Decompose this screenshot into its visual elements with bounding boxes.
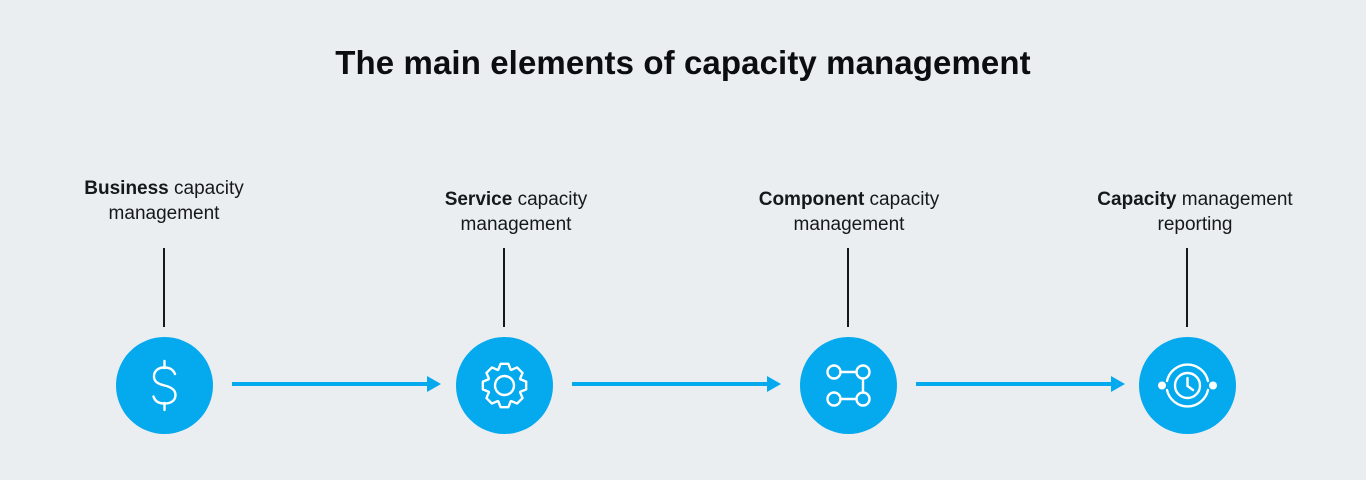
- dollar-icon: [152, 359, 177, 412]
- step-label-reporting: Capacity management reporting: [1045, 187, 1345, 237]
- connector-line: [163, 248, 165, 327]
- step-label-rest: capacity: [168, 178, 244, 199]
- step-label-bold: Component: [758, 189, 865, 210]
- arrow-right: [916, 376, 1125, 392]
- step-circle-reporting: [1139, 337, 1236, 434]
- step-label-service: Service capacity management: [366, 187, 666, 237]
- step-label-rest: capacity: [864, 189, 940, 210]
- step-label-component: Component capacity management: [699, 187, 999, 237]
- step-label-bold: Business: [84, 178, 169, 199]
- step-label-line2: reporting: [1157, 214, 1233, 235]
- components-icon: [826, 364, 871, 407]
- step-label-line2: management: [460, 214, 572, 235]
- step-label-business: Business capacity management: [14, 176, 314, 226]
- connector-line: [847, 248, 849, 327]
- page-title: The main elements of capacity management: [335, 44, 1031, 81]
- step-label-bold: Service: [444, 189, 513, 210]
- arrow-right: [232, 376, 441, 392]
- step-circle-business: [116, 337, 213, 434]
- step-label-rest: capacity: [512, 189, 588, 210]
- gear-icon: [481, 362, 528, 409]
- arrow-right: [572, 376, 781, 392]
- step-circle-component: [800, 337, 897, 434]
- connector-line: [1186, 248, 1188, 327]
- step-label-bold: Capacity: [1097, 189, 1177, 210]
- step-circle-service: [456, 337, 553, 434]
- step-label-line2: management: [793, 214, 905, 235]
- connector-line: [503, 248, 505, 327]
- clock-cycle-icon: [1158, 363, 1217, 408]
- step-label-line2: management: [108, 203, 220, 224]
- step-label-rest: management: [1176, 189, 1293, 210]
